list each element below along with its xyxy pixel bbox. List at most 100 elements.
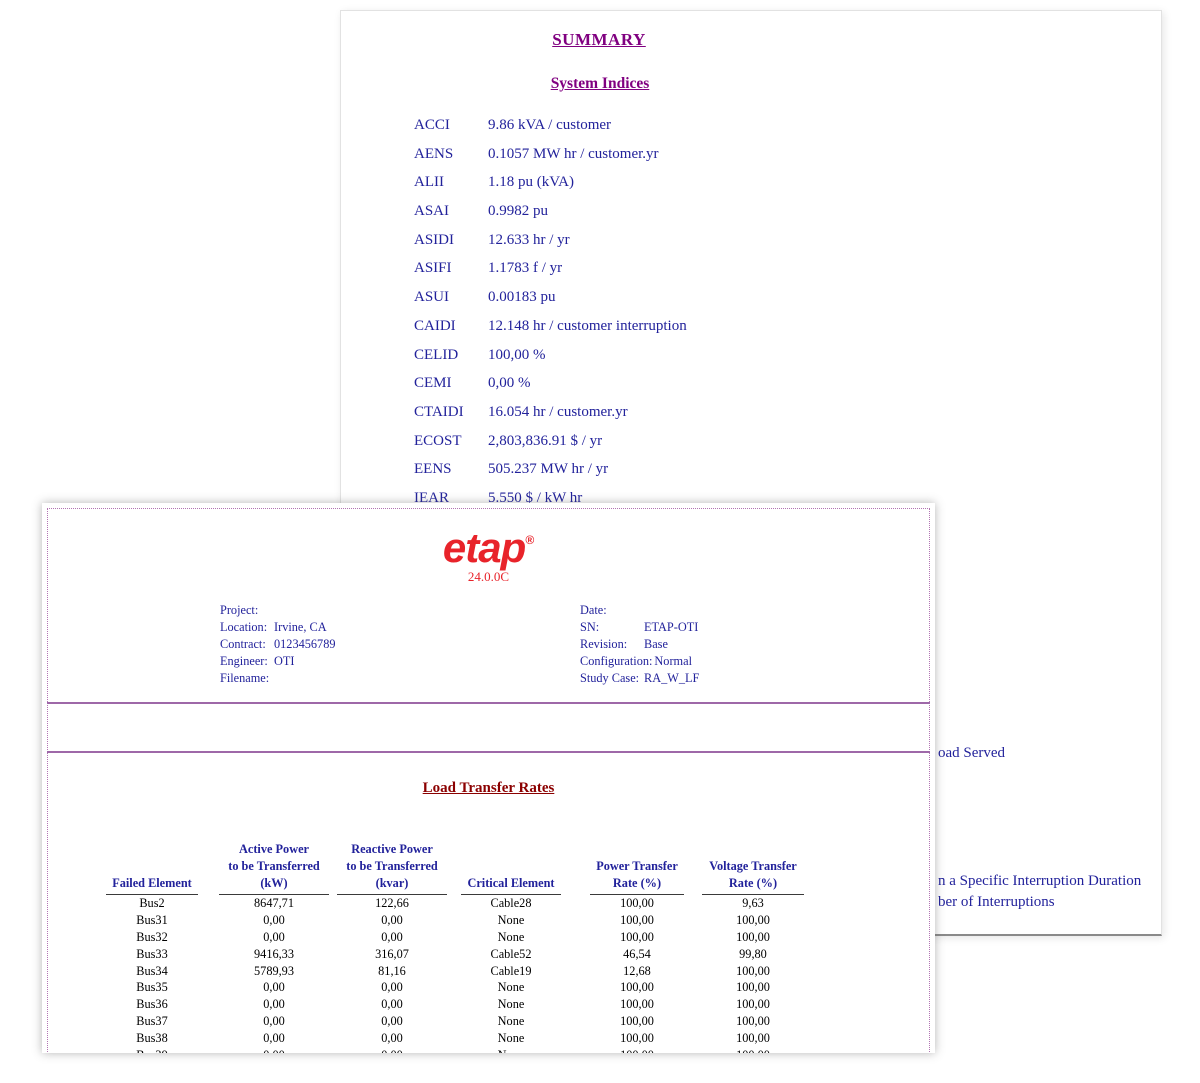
table-cell: 0,00: [263, 980, 285, 995]
info-value: ETAP-OTI: [644, 620, 699, 634]
table-cell: 316,07: [375, 946, 409, 961]
info-label: SN:: [580, 620, 600, 634]
table-cell: None: [497, 929, 525, 944]
table-cell: 0,00: [381, 997, 403, 1012]
column-header-line: to be Transferred: [228, 859, 320, 873]
divider-line-top: [47, 702, 930, 704]
info-value: Base: [644, 637, 668, 651]
table-cell: Bus35: [136, 980, 168, 995]
table-cell: 100,00: [736, 1031, 770, 1046]
index-label: AENS: [414, 145, 454, 162]
table-cell: 0,00: [263, 1031, 285, 1046]
info-label: Filename:: [220, 671, 270, 685]
info-label: Date:: [580, 603, 607, 617]
index-row: AENS 0.1057 MW hr / customer.yr: [414, 140, 687, 169]
table-cell: 9416,33: [254, 946, 294, 961]
column-header-line: (kW): [260, 876, 288, 890]
index-label: ALII: [414, 174, 444, 191]
table-cell: 0,00: [381, 1031, 403, 1046]
etap-logo-text: etap: [442, 524, 526, 571]
index-label: CAIDI: [414, 317, 456, 334]
table-cell: Bus2: [139, 896, 165, 910]
table-cell: 100,00: [620, 997, 654, 1012]
info-label: Revision:: [580, 637, 628, 651]
table-cell: None: [451, 1047, 571, 1053]
partial-text-line: ber of Interruptions: [938, 894, 1055, 910]
table-cell: 0,00: [381, 912, 403, 927]
column-header: Failed Element: [82, 835, 222, 892]
index-label: CTAIDI: [414, 403, 464, 420]
info-label: Location:: [220, 620, 268, 634]
table-cell: 0,00: [381, 929, 403, 944]
table-cell: 100,00: [736, 963, 770, 978]
table-cell: None: [497, 912, 525, 927]
column-header-line: Voltage Transfer: [709, 859, 797, 873]
index-value: 1.1783 f / yr: [488, 260, 563, 277]
column-header: Critical Element: [451, 835, 571, 892]
column-header-line: Rate (%): [728, 876, 778, 890]
info-label: Study Case:: [580, 671, 640, 685]
index-value: 12.148 hr / customer interruption: [488, 317, 687, 334]
header-underline: [106, 894, 198, 895]
index-value: 0.1057 MW hr / customer.yr: [488, 145, 659, 162]
table-cell: 100,00: [620, 1014, 654, 1029]
info-value: 0123456789: [274, 637, 336, 651]
header-underline: [590, 894, 684, 895]
table-cell: 100,00: [736, 912, 770, 927]
partial-text-line: oad Served: [938, 745, 1006, 761]
table-cell: Cable52: [490, 946, 532, 961]
table-cell: Bus31: [136, 912, 168, 927]
table-cell: 100,00: [620, 896, 654, 910]
header-underline: [702, 894, 804, 895]
header-underline: [219, 894, 329, 895]
index-row: ASAI 0.9982 pu: [414, 197, 687, 226]
index-label: ASAI: [414, 203, 450, 220]
divider-line-bottom: [47, 751, 930, 753]
table-cell: 0,00: [263, 1014, 285, 1029]
table-cell: 0,00: [337, 1047, 447, 1053]
project-info-row: Revision: Base: [580, 636, 699, 653]
table-cell: Bus37: [136, 1014, 168, 1029]
load-transfer-report-page: etap® 24.0.0C Project:Location:Irvine, C…: [42, 503, 935, 1053]
table-cell: 100,00: [736, 1014, 770, 1029]
table-cell: 100,00: [736, 997, 770, 1012]
info-label: Configuration:: [580, 654, 653, 668]
project-info-row: Study Case:RA_W_LF: [580, 670, 699, 687]
etap-logo: etap®: [42, 517, 935, 571]
index-value: 0.00183 pu: [488, 289, 556, 306]
table-cell: 122,66: [375, 896, 409, 910]
index-row: CAIDI 12.148 hr / customer interruption: [414, 312, 687, 341]
table-cell: Bus32: [136, 929, 168, 944]
index-value: 0.9982 pu: [488, 203, 548, 220]
table-cell: 0,00: [381, 1014, 403, 1029]
index-value: 9.86 kVA / customer: [488, 117, 612, 133]
info-value: Irvine, CA: [274, 620, 327, 634]
partial-text-line: n a Specific Interruption Duration: [938, 873, 1142, 889]
project-info-row: Location: Irvine, CA: [220, 619, 335, 636]
table-cell: 100,00: [736, 929, 770, 944]
table-cell: Bus36: [136, 997, 168, 1012]
table-cell: None: [497, 1031, 525, 1046]
index-label: ECOST: [414, 432, 462, 449]
header-underline: [461, 894, 561, 895]
index-label: ASIDI: [414, 231, 454, 248]
info-value: Normal: [654, 654, 692, 668]
index-value: 16.054 hr / customer.yr: [488, 403, 628, 420]
index-row: CTAIDI 16.054 hr / customer.yr: [414, 398, 687, 427]
info-label: Contract:: [220, 637, 266, 651]
table-cell: 100,00: [620, 929, 654, 944]
